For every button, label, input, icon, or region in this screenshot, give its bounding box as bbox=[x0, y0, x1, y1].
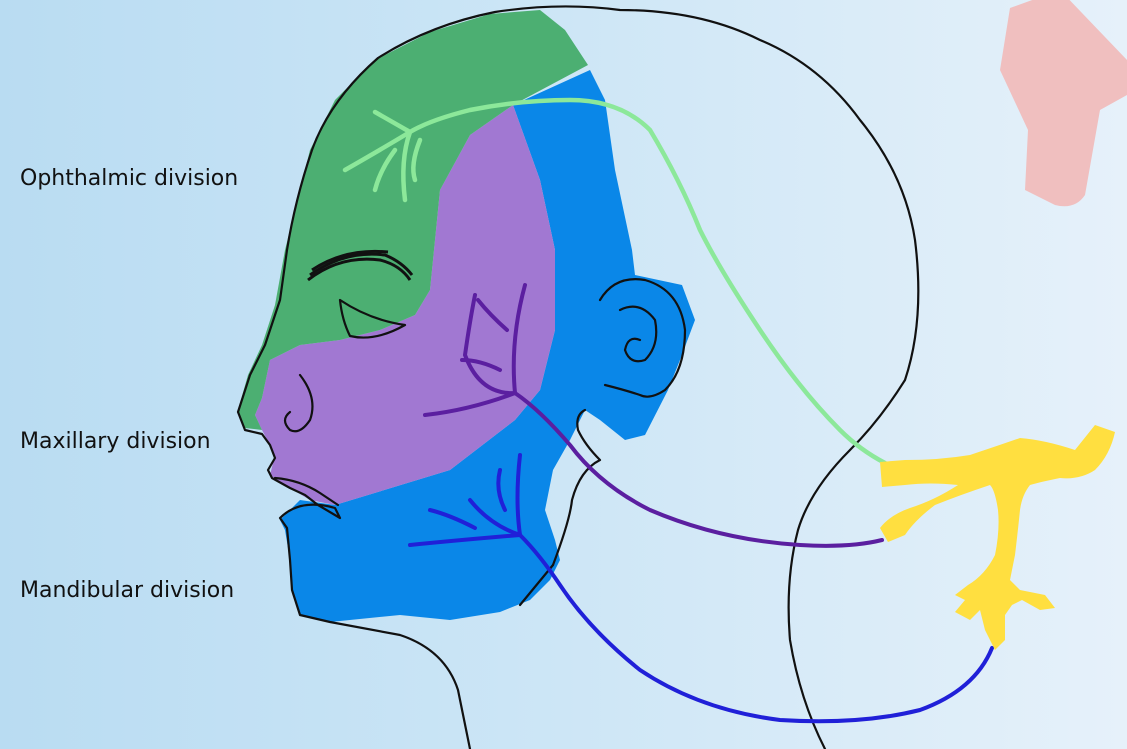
decorative-shape bbox=[1000, 0, 1127, 206]
maxillary-division-label: Maxillary division bbox=[20, 429, 211, 454]
mandibular-division-label: Mandibular division bbox=[20, 578, 234, 603]
ophthalmic-division-label: Ophthalmic division bbox=[20, 166, 238, 191]
trigeminal-ganglion bbox=[880, 425, 1115, 650]
